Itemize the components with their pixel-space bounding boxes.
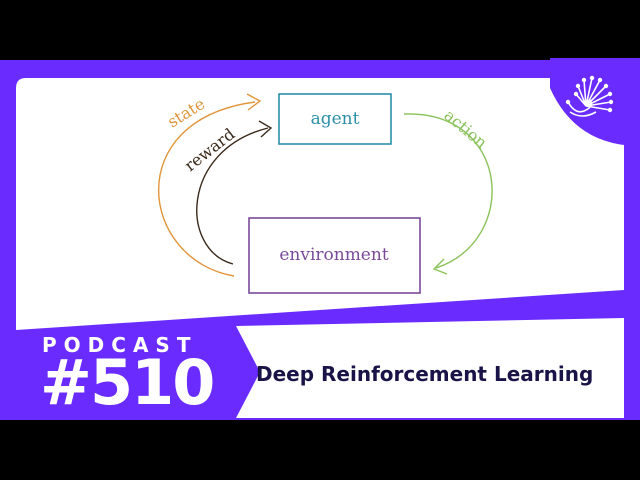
reward-arrowhead: [258, 120, 273, 138]
state-arrow: [157, 101, 256, 277]
title-banner: [236, 318, 624, 418]
white-card: [16, 78, 624, 330]
action-arrow: [403, 113, 493, 269]
state-arrowhead: [246, 93, 262, 111]
podcast-label: PODCAST: [42, 333, 198, 357]
environment-label: environment: [279, 245, 388, 265]
episode-title: Deep Reinforcement Learning: [256, 362, 594, 386]
agent-box: [278, 93, 392, 145]
action-arrowhead: [432, 258, 448, 275]
episode-number: #510: [40, 346, 215, 419]
environment-box: [248, 217, 421, 294]
peacock-fan-icon: [550, 58, 640, 146]
reward-arrow: [196, 127, 269, 265]
agent-label: agent: [311, 109, 360, 129]
